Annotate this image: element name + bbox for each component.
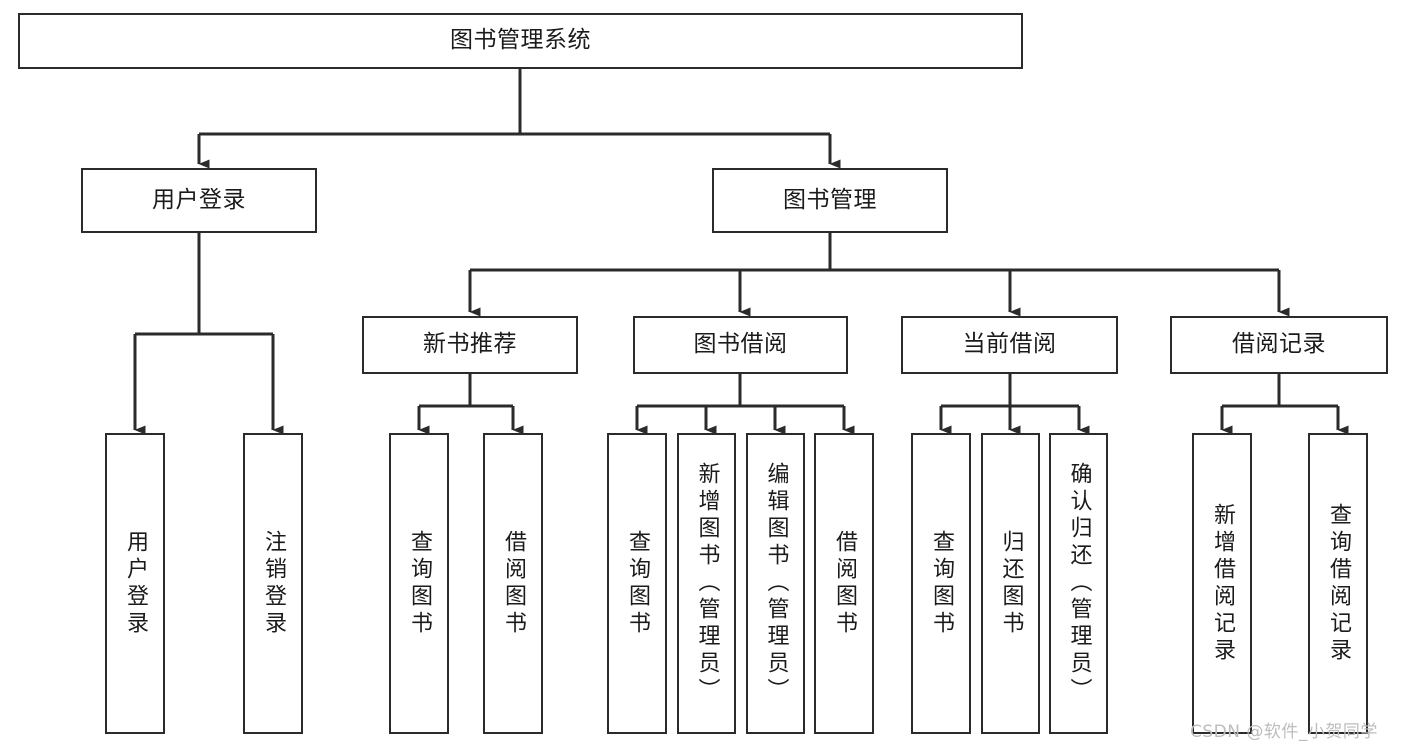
leaf-book-borrow-add-book[interactable]: 新增图书（管理员） (677, 433, 736, 734)
leaf-borrow-record-query-record[interactable]: 查询借阅记录 (1308, 433, 1368, 734)
leaf-label-current-borrow-query-book: 查询图书 (929, 529, 954, 638)
leaf-label-book-borrow-edit-book: 编辑图书（管理员） (763, 462, 789, 705)
leaf-label-borrow-record-add-record: 新增借阅记录 (1210, 502, 1235, 665)
leaf-label-current-borrow-confirm-return: 确认归还（管理员） (1066, 462, 1092, 705)
leaf-label-book-borrow-borrow-book: 借阅图书 (832, 529, 857, 638)
leaf-current-borrow-query-book[interactable]: 查询图书 (911, 433, 971, 734)
leaf-new-book-query-book[interactable]: 查询图书 (389, 433, 449, 734)
leaf-current-borrow-confirm-return[interactable]: 确认归还（管理员） (1049, 433, 1108, 734)
node-user-login[interactable]: 用户登录 (81, 168, 317, 233)
leaf-label-borrow-record-query-record: 查询借阅记录 (1326, 502, 1351, 665)
leaf-user-login-login[interactable]: 用户登录 (105, 433, 165, 734)
leaf-label-user-login-logout: 注销登录 (261, 529, 286, 638)
leaf-label-new-book-borrow-book: 借阅图书 (501, 529, 526, 638)
leaf-label-user-login-login: 用户登录 (123, 529, 148, 638)
leaf-current-borrow-return-book[interactable]: 归还图书 (981, 433, 1040, 734)
node-label-borrow-record: 借阅记录 (1232, 331, 1326, 358)
node-label-new-book-recommend: 新书推荐 (423, 331, 517, 358)
node-book-management[interactable]: 图书管理 (712, 168, 948, 233)
leaf-book-borrow-borrow-book[interactable]: 借阅图书 (814, 433, 874, 734)
leaf-book-borrow-query-book[interactable]: 查询图书 (607, 433, 667, 734)
node-label-book-management: 图书管理 (783, 186, 877, 213)
leaf-label-new-book-query-book: 查询图书 (407, 529, 432, 638)
leaf-label-book-borrow-query-book: 查询图书 (625, 529, 650, 638)
node-root-book-management-system[interactable]: 图书管理系统 (18, 13, 1023, 69)
leaf-label-book-borrow-add-book: 新增图书（管理员） (694, 462, 720, 705)
node-label-book-borrow: 图书借阅 (693, 331, 788, 358)
leaf-label-current-borrow-return-book: 归还图书 (998, 529, 1024, 638)
leaf-book-borrow-edit-book[interactable]: 编辑图书（管理员） (746, 433, 805, 734)
leaf-borrow-record-add-record[interactable]: 新增借阅记录 (1192, 433, 1252, 734)
leaf-user-login-logout[interactable]: 注销登录 (243, 433, 303, 734)
node-book-borrow[interactable]: 图书借阅 (633, 316, 848, 374)
node-label-current-borrow: 当前借阅 (962, 331, 1057, 358)
leaf-new-book-borrow-book[interactable]: 借阅图书 (483, 433, 543, 734)
node-new-book-recommend[interactable]: 新书推荐 (362, 316, 578, 374)
node-current-borrow[interactable]: 当前借阅 (901, 316, 1118, 374)
node-label-user-login: 用户登录 (152, 186, 246, 213)
node-label-root: 图书管理系统 (450, 27, 591, 54)
node-borrow-record[interactable]: 借阅记录 (1170, 316, 1388, 374)
